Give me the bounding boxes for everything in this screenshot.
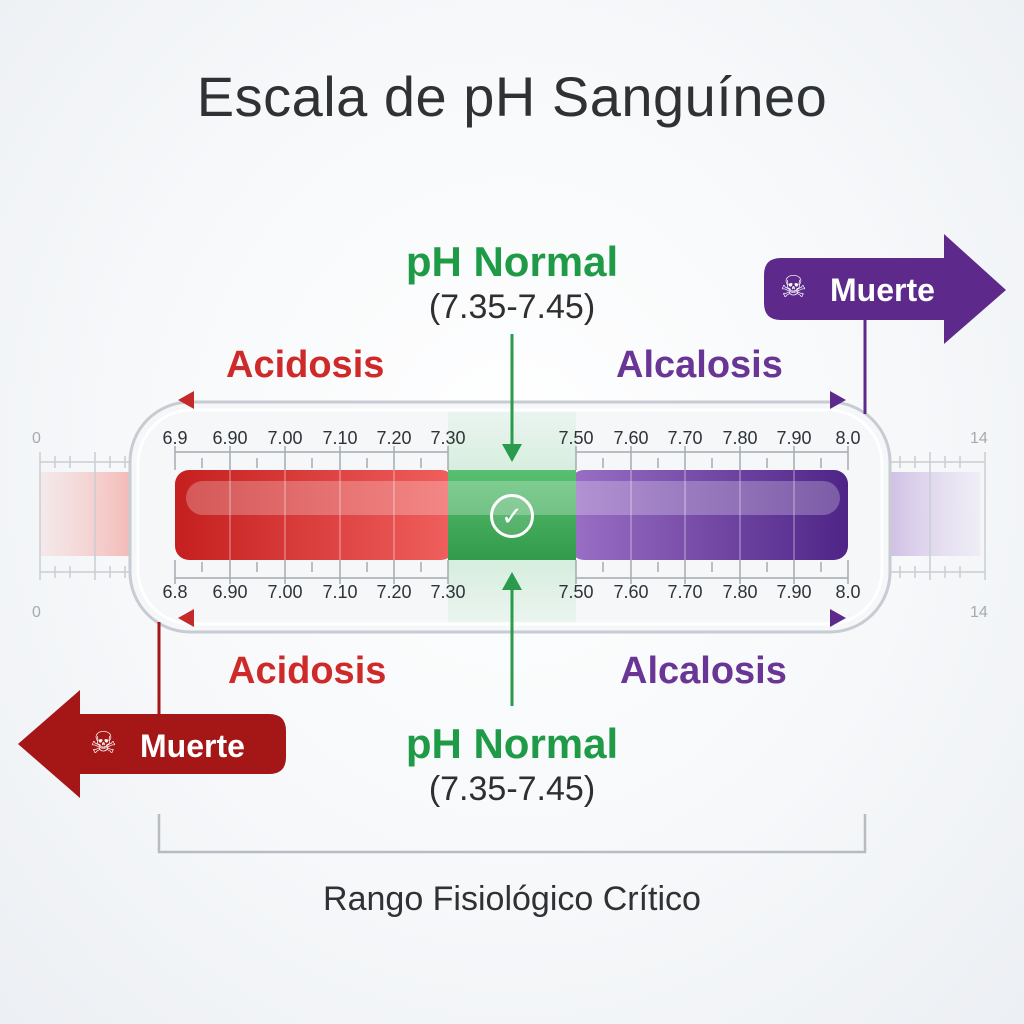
top-tick-label: 7.20 — [376, 428, 412, 448]
critical-range-label: Rango Fisiológico Crítico — [323, 880, 701, 918]
bottom-tick-label: 7.70 — [667, 582, 703, 602]
critical-range-bracket — [157, 814, 867, 854]
death-arrow-right — [764, 234, 1006, 344]
bottom-tick-label: 7.30 — [430, 582, 466, 602]
bottom-tick-label: 8.0 — [835, 582, 861, 602]
bottom-tick-label: 7.00 — [267, 582, 303, 602]
top-tick-label: 7.70 — [667, 428, 703, 448]
top-tick-label: 7.10 — [322, 428, 358, 448]
top-tick-label: 6.9 — [162, 428, 188, 448]
top-tick-label: 7.80 — [722, 428, 758, 448]
death-label-right: Muerte — [830, 272, 935, 308]
outer-scale-min-bottom: 0 — [32, 604, 41, 621]
acidosis-arrow-down — [178, 609, 194, 627]
top-tick-label: 8.0 — [835, 428, 861, 448]
bottom-tick-label: 6.8 — [162, 582, 188, 602]
bottom-tick-label: 7.80 — [722, 582, 758, 602]
alcalosis-arrow-down — [830, 609, 846, 627]
death-arrow-left — [18, 690, 286, 798]
normal-pointer-bottom — [502, 572, 522, 590]
top-tick-label: 7.90 — [776, 428, 812, 448]
page-title: Escala de pH Sanguíneo — [196, 65, 828, 128]
check-circle-icon: ✓ — [490, 494, 534, 538]
outer-scale-max-bottom: 14 — [970, 604, 988, 621]
acidosis-arrow-up — [178, 391, 194, 409]
outer-scale-max-top: 14 — [970, 430, 988, 447]
bottom-tick-label: 6.90 — [212, 582, 248, 602]
acidosis-label-top: Acidosis — [226, 344, 385, 386]
top-tick-label: 7.60 — [613, 428, 649, 448]
normal-range-top: (7.35-7.45) — [428, 288, 596, 326]
bottom-tick-label: 7.20 — [376, 582, 412, 602]
top-tick-label: 7.00 — [267, 428, 303, 448]
bottom-tick-label: 7.90 — [776, 582, 812, 602]
bottom-tick-label: 7.10 — [322, 582, 358, 602]
bottom-tick-label: 7.60 — [613, 582, 649, 602]
top-tick-label: 6.90 — [212, 428, 248, 448]
alcalosis-arrow-up — [830, 391, 846, 409]
top-tick-label: 7.30 — [430, 428, 466, 448]
normal-pointer-top — [502, 444, 522, 462]
alcalosis-label-bottom: Alcalosis — [620, 650, 787, 692]
normal-title-top: pH Normal — [405, 238, 619, 285]
skull-crossbones-icon: ☠ — [780, 271, 807, 304]
outer-scale-min-top: 0 — [32, 430, 41, 447]
acidosis-zone-bar — [175, 470, 455, 560]
death-label-left: Muerte — [140, 728, 245, 764]
alcalosis-label-top: Alcalosis — [616, 344, 783, 386]
ruler-ticks — [174, 446, 849, 584]
skull-crossbones-icon: ☠ — [90, 727, 117, 760]
normal-title-bottom: pH Normal — [405, 720, 619, 767]
acidosis-label-bottom: Acidosis — [228, 650, 387, 692]
alcalosis-zone-bar — [570, 470, 848, 560]
normal-range-bottom: (7.35-7.45) — [428, 770, 596, 808]
top-tick-label: 7.50 — [558, 428, 594, 448]
bottom-tick-label: 7.50 — [558, 582, 594, 602]
